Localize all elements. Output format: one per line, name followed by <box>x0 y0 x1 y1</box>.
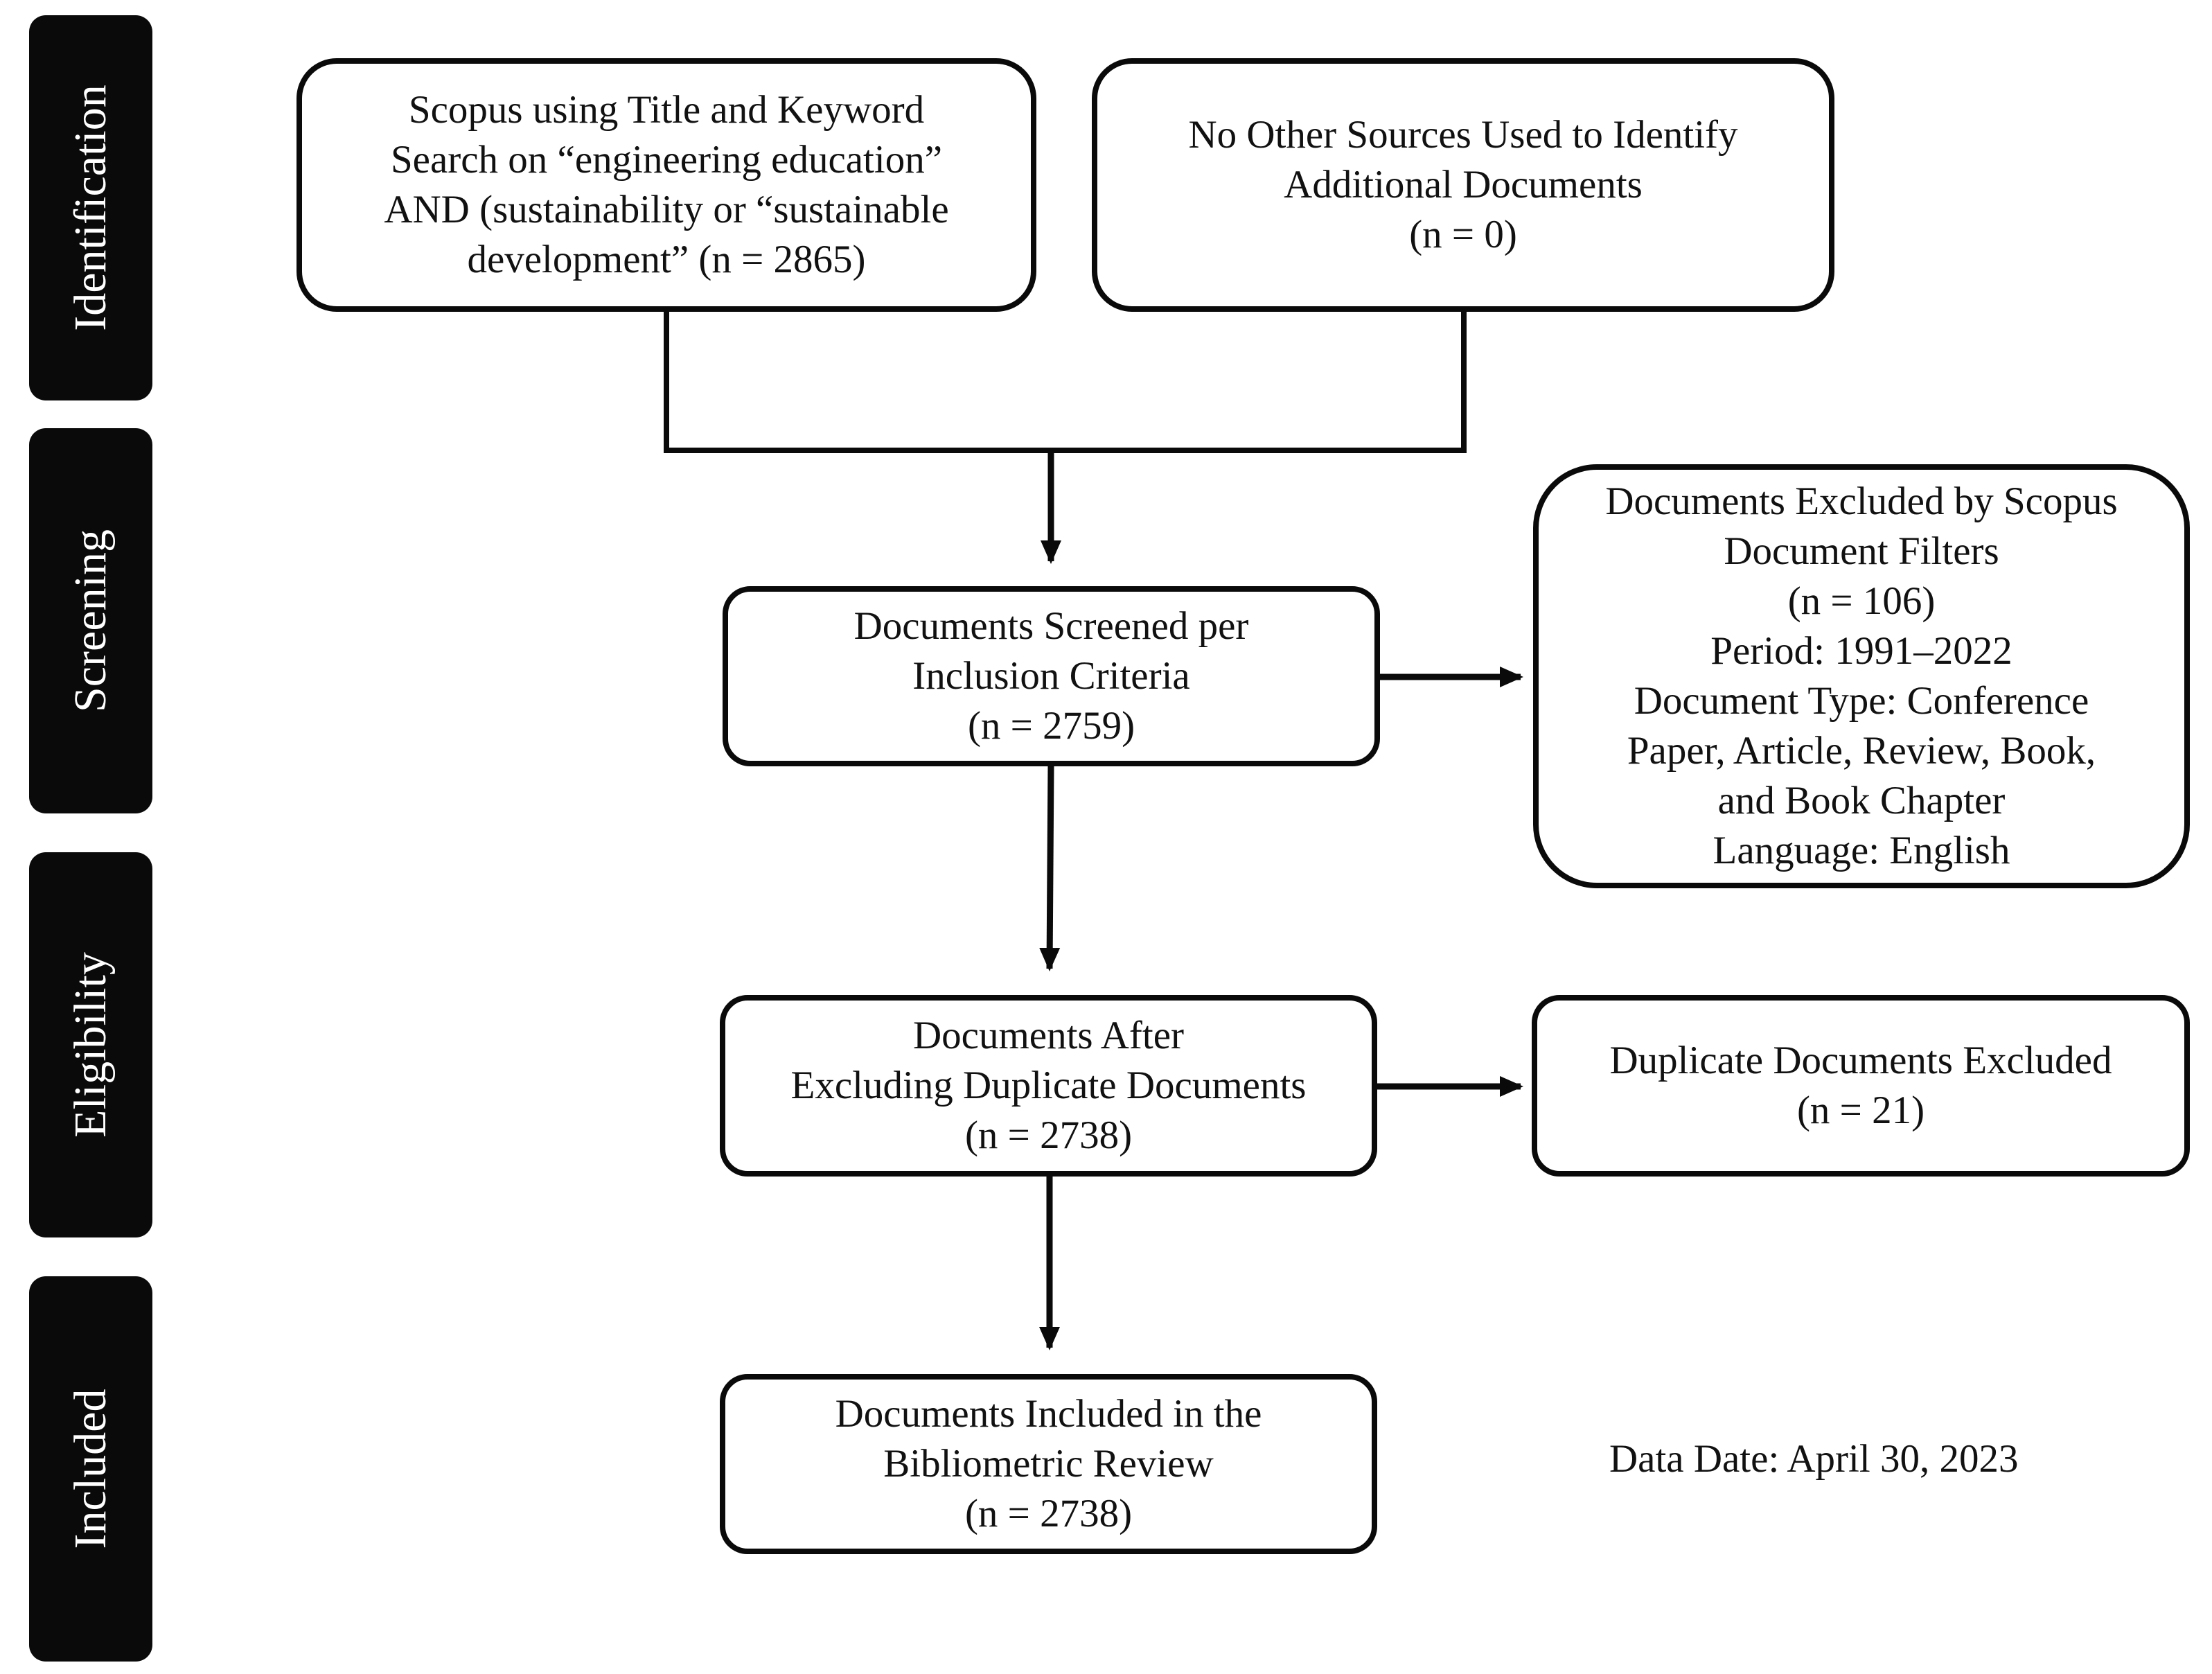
data-date-note: Data Date: April 30, 2023 <box>1609 1437 2019 1481</box>
screened-line-1: Documents Screened per <box>853 604 1249 648</box>
included-review-box: Documents Included in the Bibliometric R… <box>720 1374 1377 1554</box>
other-sources-line-2: Additional Documents <box>1284 163 1643 206</box>
phase-identification: Identification <box>29 15 152 400</box>
scopus-search-line-3: AND (sustainability or “sustainable <box>384 188 949 231</box>
phase-included: Included <box>29 1276 152 1662</box>
excluded-filters-line-4: Period: 1991–2022 <box>1710 629 2012 673</box>
arrow-to-after-duplicates <box>1039 766 1061 971</box>
excluded-filters-line-2: Document Filters <box>1724 529 1999 573</box>
duplicates-excluded-line-2: (n = 21) <box>1796 1089 1925 1132</box>
after-duplicates-line-2: Excluding Duplicate Documents <box>790 1064 1307 1107</box>
scopus-search-line-4: development” (n = 2865) <box>467 238 866 281</box>
excluded-filters-line-8: Language: English <box>1713 829 2010 872</box>
after-duplicates-line-1: Documents After <box>913 1014 1184 1057</box>
screened-line-3: (n = 2759) <box>967 704 1135 748</box>
scopus-search-line-2: Search on “engineering education” <box>390 138 943 182</box>
screened-box: Documents Screened per Inclusion Criteri… <box>723 586 1380 766</box>
included-review-line-1: Documents Included in the <box>835 1392 1262 1436</box>
duplicates-excluded-line-1: Duplicate Documents Excluded <box>1609 1039 2112 1082</box>
excluded-filters-line-6: Paper, Article, Review, Book, <box>1627 729 2096 773</box>
screened-line-2: Inclusion Criteria <box>912 654 1190 698</box>
phase-screening: Screening <box>29 428 152 813</box>
excluded-filters-line-3: (n = 106) <box>1787 579 1936 623</box>
after-duplicates-line-3: (n = 2738) <box>964 1113 1133 1157</box>
merge-connector <box>664 310 1467 453</box>
included-review-line-2: Bibliometric Review <box>883 1442 1214 1486</box>
excluded-filters-line-1: Documents Excluded by Scopus <box>1605 479 2118 523</box>
scopus-search-line-1: Scopus using Title and Keyword <box>408 88 925 132</box>
included-review-line-3: (n = 2738) <box>964 1492 1133 1535</box>
phase-eligibility: Eligibility <box>29 852 152 1237</box>
scopus-search-box: Scopus using Title and Keyword Search on… <box>297 58 1036 312</box>
excluded-filters-line-7: and Book Chapter <box>1717 779 2006 822</box>
excluded-filters-box: Documents Excluded by Scopus Document Fi… <box>1533 464 2190 888</box>
other-sources-line-3: (n = 0) <box>1409 213 1517 256</box>
other-sources-box: No Other Sources Used to Identify Additi… <box>1092 58 1834 312</box>
other-sources-line-1: No Other Sources Used to Identify <box>1188 113 1738 157</box>
after-duplicates-box: Documents After Excluding Duplicate Docu… <box>720 995 1377 1177</box>
duplicates-excluded-box: Duplicate Documents Excluded (n = 21) <box>1532 995 2190 1177</box>
excluded-filters-line-5: Document Type: Conference <box>1634 679 2089 723</box>
